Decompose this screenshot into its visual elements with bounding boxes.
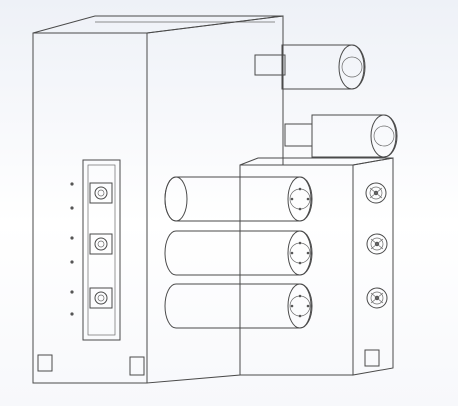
- foot-left: [37, 354, 53, 372]
- upper-cylinder-2[interactable]: [284, 114, 398, 158]
- lower-cylinder-1[interactable]: [164, 176, 313, 222]
- handwheel-2[interactable]: [366, 233, 388, 255]
- secondary-manifold-block[interactable]: [239, 157, 394, 376]
- handwheel-3[interactable]: [366, 287, 388, 309]
- lower-cylinder-3[interactable]: [164, 283, 313, 329]
- handwheel-1[interactable]: [365, 182, 387, 204]
- connector-2[interactable]: [89, 233, 113, 255]
- upper-cylinder-1[interactable]: [254, 44, 366, 90]
- connector-1[interactable]: [89, 182, 113, 204]
- foot-right: [129, 356, 145, 376]
- lower-cylinder-2[interactable]: [164, 230, 313, 276]
- connector-3[interactable]: [89, 287, 113, 309]
- front-bolt-holes: [70, 182, 74, 316]
- connector-panel[interactable]: [82, 159, 121, 341]
- manifold-foot: [364, 349, 380, 367]
